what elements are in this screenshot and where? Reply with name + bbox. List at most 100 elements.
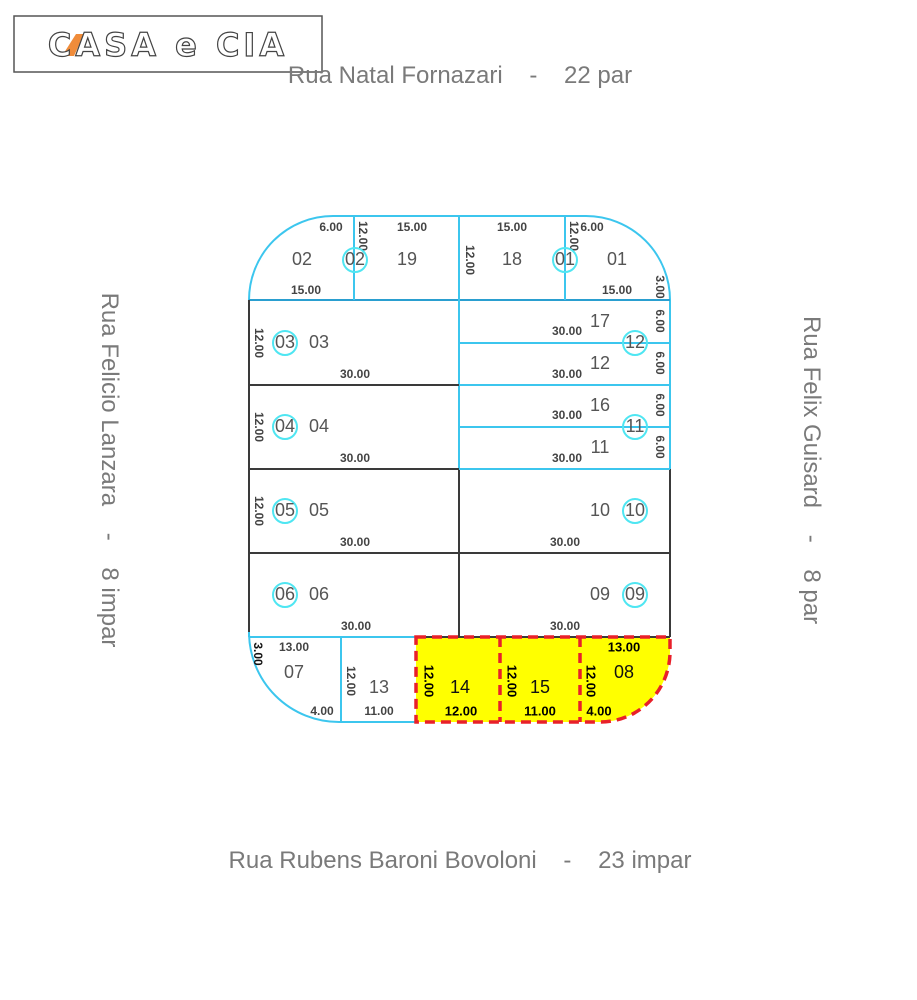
lot-16[interactable]: 16 30.00 6.00 xyxy=(552,393,667,422)
highlighted-lots-area xyxy=(416,637,670,722)
dim-bottom: 4.00 xyxy=(310,704,334,718)
dim-bottom: 4.00 xyxy=(586,703,611,718)
dim-side: 12.00 xyxy=(252,496,266,526)
lot-08-highlighted[interactable]: 13.00 08 12.00 4.00 xyxy=(584,639,641,718)
dim-right: 3.00 xyxy=(653,275,667,299)
lot-number: 03 xyxy=(309,332,329,352)
dim-bottom: 15.00 xyxy=(602,283,632,297)
dim-right: 6.00 xyxy=(653,351,667,375)
lot-01[interactable]: 6.00 12.00 01 01 15.00 3.00 xyxy=(552,220,667,299)
lot-number: 01 xyxy=(607,249,627,269)
logo-roof-icon xyxy=(62,34,84,56)
lot-09[interactable]: 09 09 30.00 xyxy=(550,582,648,633)
lot-number: 10 xyxy=(590,500,610,520)
lot-15-highlighted[interactable]: 12.00 15 11.00 xyxy=(505,665,556,719)
lot-badge: 04 xyxy=(275,416,295,436)
dim-top: 13.00 xyxy=(608,639,641,654)
lot-number: 06 xyxy=(309,584,329,604)
street-top: Rua Natal Fornazari - 22 par xyxy=(288,62,632,89)
dim-top: 15.00 xyxy=(497,220,527,234)
lot-number: 09 xyxy=(590,584,610,604)
lot-07[interactable]: 3.00 13.00 07 4.00 xyxy=(251,640,334,718)
lot-04[interactable]: 12.00 04 04 30.00 xyxy=(252,412,371,465)
dim-side: 12.00 xyxy=(584,665,599,698)
dim-bottom: 30.00 xyxy=(341,619,371,633)
lot-badge-circle xyxy=(622,414,648,440)
dim-side: 12.00 xyxy=(567,221,581,251)
dim-top: 6.00 xyxy=(580,220,604,234)
street-left: Rua Felicio Lanzara - 8 impar xyxy=(96,293,123,648)
highlight-border xyxy=(414,635,672,724)
lot-number: 11 xyxy=(591,437,610,457)
lot-number: 16 xyxy=(590,395,610,415)
dim-bottom: 15.00 xyxy=(291,283,321,297)
dim-side: 12.00 xyxy=(505,665,520,698)
lot-13[interactable]: 12.00 13 11.00 xyxy=(344,666,394,718)
dim-top: 6.00 xyxy=(319,220,343,234)
lot-number: 15 xyxy=(530,677,550,697)
dim-bottom: 11.00 xyxy=(364,704,394,718)
dim-bottom: 30.00 xyxy=(552,408,582,422)
dim-bottom: 30.00 xyxy=(340,367,370,381)
lot-number: 18 xyxy=(502,249,522,269)
lot-number: 08 xyxy=(614,662,634,682)
dim-bottom: 30.00 xyxy=(340,451,370,465)
dim-right: 6.00 xyxy=(653,309,667,333)
dim-side: 12.00 xyxy=(344,666,358,696)
logo: CASA e CIA xyxy=(13,15,323,73)
lot-11[interactable]: 11 11 30.00 6.00 xyxy=(552,414,667,465)
dim-right: 6.00 xyxy=(653,393,667,417)
lot-badge: 01 xyxy=(555,249,575,269)
dim-bottom: 11.00 xyxy=(524,703,556,718)
lot-number: 07 xyxy=(284,662,304,682)
dim-bottom: 30.00 xyxy=(552,324,582,338)
lot-badge-circle xyxy=(272,498,298,524)
lot-05[interactable]: 12.00 05 05 30.00 xyxy=(252,496,371,549)
dim-top: 15.00 xyxy=(397,220,427,234)
lot-badge: 02 xyxy=(345,249,365,269)
lot-number: 14 xyxy=(450,677,470,697)
lot-12[interactable]: 12 12 30.00 6.00 xyxy=(552,330,667,381)
dim-bottom: 30.00 xyxy=(552,451,582,465)
lot-badge: 11 xyxy=(626,416,645,436)
lot-number: 02 xyxy=(292,249,312,269)
lot-badge-circle xyxy=(272,414,298,440)
lot-19[interactable]: 15.00 19 xyxy=(397,220,427,269)
lot-badge: 06 xyxy=(275,584,295,604)
lot-number: 17 xyxy=(590,311,610,331)
street-bottom: Rua Rubens Baroni Bovoloni - 23 impar xyxy=(229,847,692,874)
lot-06[interactable]: 06 06 30.00 xyxy=(272,582,371,633)
lot-badge-circle xyxy=(622,498,648,524)
dim-top: 13.00 xyxy=(279,640,309,654)
dim-bottom: 30.00 xyxy=(340,535,370,549)
street-right: Rua Felix Guisard - 8 par xyxy=(798,316,825,624)
dim-left: 3.00 xyxy=(251,642,265,666)
lot-number: 05 xyxy=(309,500,329,520)
dim-side: 12.00 xyxy=(356,221,370,251)
dim-bottom: 30.00 xyxy=(552,367,582,381)
lot-badge-circle xyxy=(342,247,368,273)
lot-badge-circle xyxy=(622,330,648,356)
lot-14-highlighted[interactable]: 12.00 14 12.00 xyxy=(422,665,478,719)
dim-bottom: 30.00 xyxy=(550,619,580,633)
dim-bottom: 30.00 xyxy=(550,535,580,549)
lot-badge-circle xyxy=(552,247,578,273)
dim-side: 12.00 xyxy=(463,245,477,275)
lot-number: 19 xyxy=(397,249,417,269)
dim-side: 12.00 xyxy=(252,328,266,358)
logo-text: CASA e CIA xyxy=(48,26,288,64)
lot-badge: 12 xyxy=(625,332,645,352)
lot-10[interactable]: 10 10 30.00 xyxy=(550,498,648,549)
dim-side: 12.00 xyxy=(422,665,437,698)
dim-side: 12.00 xyxy=(252,412,266,442)
lot-number: 04 xyxy=(309,416,329,436)
lot-03[interactable]: 12.00 03 03 30.00 xyxy=(252,328,371,381)
lot-02[interactable]: 6.00 12.00 02 02 15.00 xyxy=(291,220,370,297)
lot-badge: 09 xyxy=(625,584,645,604)
lot-17[interactable]: 17 30.00 6.00 xyxy=(552,309,667,338)
lot-18[interactable]: 15.00 12.00 18 xyxy=(463,220,528,275)
lot-badge-circle xyxy=(622,582,648,608)
lot-badge: 10 xyxy=(625,500,645,520)
lot-badge: 03 xyxy=(275,332,295,352)
